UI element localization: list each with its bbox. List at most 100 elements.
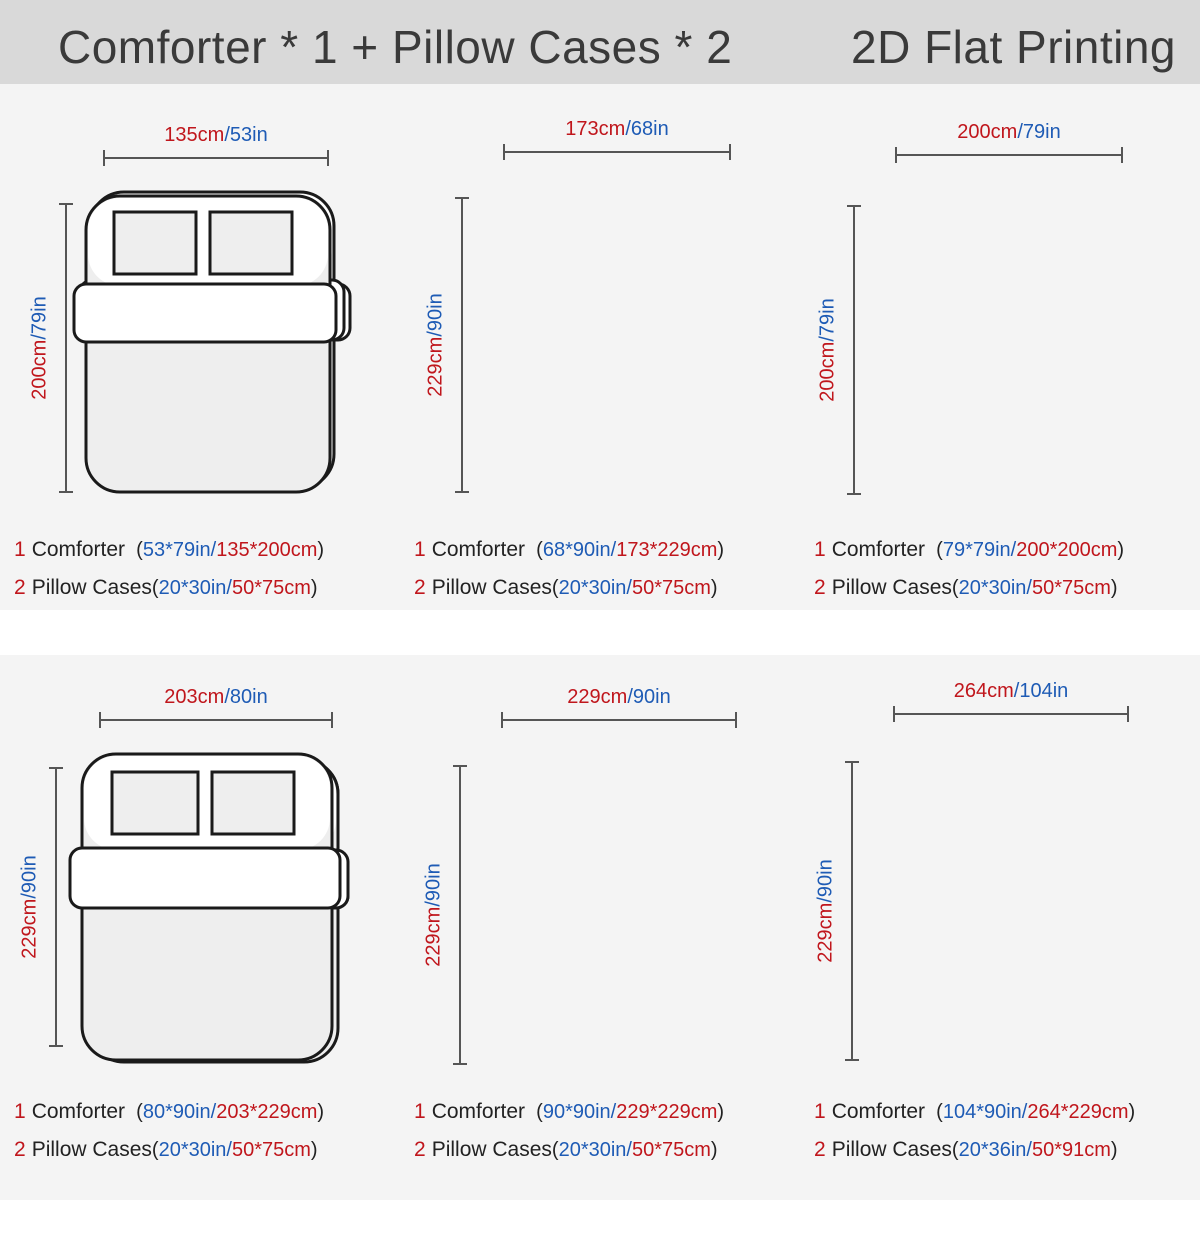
comforter-qty: 1 xyxy=(414,538,426,561)
comforter-qty: 1 xyxy=(14,1100,26,1123)
width-in: 90in xyxy=(632,686,671,708)
width-label: 229cm/90in xyxy=(419,686,819,709)
height-label: 200cm/79in xyxy=(817,298,840,401)
comforter-size-in: 79*79in xyxy=(942,539,1011,561)
width-label: 173cm/68in xyxy=(417,118,817,141)
comforter-label: Comforter xyxy=(831,538,926,561)
width-cm: 203cm xyxy=(164,686,225,708)
pillow-label: Pillow Cases xyxy=(31,576,152,599)
comforter-size-cm: 200*200cm xyxy=(1016,539,1118,561)
pillow-label: Pillow Cases xyxy=(831,576,952,599)
height-in: 90in xyxy=(422,863,445,902)
pillow-size-in: 20*30in xyxy=(158,577,227,599)
width-label: 203cm/80in xyxy=(16,686,416,709)
comforter-size-cm: 264*229cm xyxy=(1027,1101,1129,1123)
comforter-fold-band xyxy=(72,282,338,344)
height-cm: 229cm xyxy=(814,902,837,963)
comforter-label: Comforter xyxy=(431,1100,526,1123)
height-separator: / xyxy=(424,331,447,337)
width-label: 135cm/53in xyxy=(16,124,416,147)
width-separator: / xyxy=(625,118,631,140)
comforter-size-cm: 203*229cm xyxy=(216,1101,318,1123)
height-cm: 200cm xyxy=(28,339,51,400)
pillow-qty: 2 xyxy=(14,576,26,599)
pillow-size-cm: 50*75cm xyxy=(231,577,311,599)
height-separator: / xyxy=(814,897,837,903)
height-cm: 229cm xyxy=(424,336,447,397)
pillow-label: Pillow Cases xyxy=(31,1138,152,1161)
width-separator: / xyxy=(224,686,230,708)
pillow-1 xyxy=(112,210,198,276)
pillow-qty: 2 xyxy=(414,576,426,599)
height-separator: / xyxy=(28,334,51,340)
pillow-1 xyxy=(110,770,200,836)
header-title-set: Comforter * 1 + Pillow Cases * 2 xyxy=(58,21,733,73)
height-label: 229cm/90in xyxy=(425,293,448,396)
pillow-qty: 2 xyxy=(814,576,826,599)
pillow-size-cm: 50*91cm xyxy=(1031,1139,1111,1161)
height-label: 229cm/90in xyxy=(19,855,42,958)
height-in: 79in xyxy=(816,298,839,337)
width-separator: / xyxy=(1013,680,1020,702)
width-label: 200cm/79in xyxy=(809,121,1200,144)
width-cm: 173cm xyxy=(565,118,626,140)
comforter-size-in: 53*79in xyxy=(142,539,211,561)
pillow-size-in: 20*30in xyxy=(158,1139,227,1161)
height-in: 79in xyxy=(28,296,51,335)
comforter-qty: 1 xyxy=(814,538,826,561)
height-label: 229cm/90in xyxy=(423,863,446,966)
comforter-size-in: 104*90in xyxy=(942,1101,1022,1123)
height-in: 90in xyxy=(18,855,41,894)
pillow-size-in: 20*30in xyxy=(558,577,627,599)
comforter-qty: 1 xyxy=(414,1100,426,1123)
height-separator: / xyxy=(816,336,839,342)
comforter-size-in: 90*90in xyxy=(542,1101,611,1123)
width-in: 104in xyxy=(1019,680,1069,702)
comforter-size-in: 80*90in xyxy=(142,1101,211,1123)
width-in: 79in xyxy=(1022,121,1061,143)
pillow-label: Pillow Cases xyxy=(431,1138,552,1161)
pillow-2 xyxy=(210,770,296,836)
height-separator: / xyxy=(18,893,41,899)
width-in: 80in xyxy=(229,686,268,708)
height-cm: 200cm xyxy=(816,341,839,402)
height-cm: 229cm xyxy=(422,906,445,967)
pillow-size-cm: 50*75cm xyxy=(631,1139,711,1161)
header-title-printing: 2D Flat Printing xyxy=(850,21,1176,73)
comforter-fold-band xyxy=(68,846,342,910)
pillow-2 xyxy=(208,210,294,276)
comforter-label: Comforter xyxy=(831,1100,926,1123)
header-bar: Comforter * 1 + Pillow Cases * 2 2D Flat… xyxy=(0,0,1200,84)
pillow-size-in: 20*30in xyxy=(958,577,1027,599)
width-label: 264cm/104in xyxy=(811,680,1200,703)
width-cm: 264cm xyxy=(953,680,1014,702)
bed-diagram xyxy=(68,706,1129,1062)
comforter-size-in: 68*90in xyxy=(542,539,611,561)
width-cm: 229cm xyxy=(567,686,628,708)
comforter-size-cm: 173*229cm xyxy=(616,539,718,561)
height-label: 229cm/90in xyxy=(815,859,838,962)
comforter-label: Comforter xyxy=(31,1100,126,1123)
width-separator: / xyxy=(627,686,633,708)
width-in: 53in xyxy=(229,124,268,146)
width-cm: 200cm xyxy=(957,121,1018,143)
bed-diagram xyxy=(78,712,737,1065)
height-label: 200cm/79in xyxy=(29,296,52,399)
comforter-qty: 1 xyxy=(14,538,26,561)
width-separator: / xyxy=(1017,121,1023,143)
pillow-size-cm: 50*75cm xyxy=(231,1139,311,1161)
width-in: 68in xyxy=(630,118,669,140)
height-in: 90in xyxy=(424,293,447,332)
